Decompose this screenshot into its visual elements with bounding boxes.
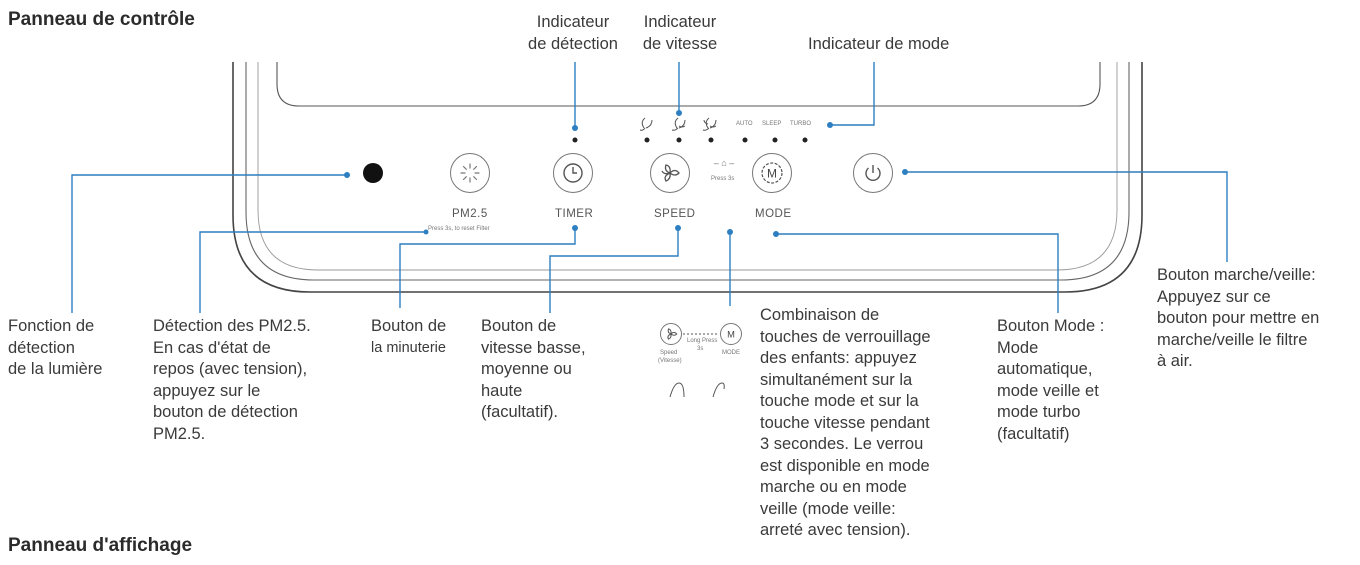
mode-label: MODE [755,208,792,220]
detection-indicator-line-2: de détection [528,34,618,53]
fan-icon [661,164,680,182]
light-desc-line: détection [8,338,75,357]
power-desc-line: marche/veille le filtre [1157,330,1308,349]
m-icon: M [761,162,783,184]
pm25-icon [460,163,480,183]
lock-desc-line: marche ou en mode [760,478,907,496]
pm25-description: Détection des PM2.5. En cas d'état de re… [153,316,311,445]
mode-button[interactable]: M [752,153,792,193]
pm25-desc-line: appuyez sur le [153,381,261,400]
lock-desc-line: est disponible en mode [760,456,930,475]
lock-icon: – ⌂ – [713,158,735,168]
mode-description: Bouton Mode : Mode automatique, mode vei… [997,316,1104,445]
mini-mode-button: M [720,323,742,345]
speed-desc-line: (facultatif). [481,403,559,421]
lock-desc-line: des enfants: appuyez [760,349,917,367]
pm25-desc-line: PM2.5. [153,424,206,443]
mode-desc-line: mode turbo [997,403,1081,421]
mini-speed-sub: (Vitesse) [658,358,682,364]
mode-label-turbo: TURBO [790,121,811,127]
pm25-hint: Press 3s, to reset Filter [428,226,490,232]
mini-m-icon: M [727,329,735,339]
power-description: Bouton marche/veille: Appuyez sur ce bou… [1157,265,1319,373]
lock-hint: Press 3s [711,176,735,182]
pm25-desc-line: repos (avec tension), [153,360,308,378]
pm25-desc-line: bouton de détection [153,403,298,421]
light-description: Fonction de détection de la lumière [8,316,102,381]
mode-desc-line: Mode [997,338,1039,357]
mode-label-sleep: SLEEP [762,121,782,127]
lock-desc-line: 3 secondes. Le verrou [760,435,924,453]
mini-speed-button [660,323,682,345]
timer-desc-line: Bouton de [371,317,447,335]
timer-button[interactable] [553,153,593,193]
display-panel-heading: Panneau d'affichage [8,535,193,556]
lock-desc-line: arreté avec tension). [760,521,911,539]
speed-desc-line: Bouton de [481,317,557,335]
svg-text:M: M [767,167,777,181]
mode-indicator-label: Indicateur de mode [808,35,950,53]
speed-desc-line: vitesse basse, [481,338,586,357]
lock-desc-line: touches de verrouillage [760,327,931,346]
power-button[interactable] [853,153,893,193]
timer-desc-line: la minuterie [371,339,446,356]
mode-label-auto: AUTO [736,121,753,127]
pm25-desc-line: Détection des PM2.5. [153,317,311,335]
speed-button[interactable] [650,153,690,193]
lock-description: Combinaison de touches de verrouillage d… [760,305,931,542]
mode-desc-line: (facultatif) [997,424,1070,443]
timer-description: Bouton de la minuterie [371,316,446,359]
lock-desc-line: veille (mode veille: [760,499,896,518]
svg-text:M: M [727,329,735,339]
speed-desc-line: haute [481,381,523,400]
power-icon [865,165,881,182]
power-desc-line: Bouton marche/veille: [1157,266,1316,284]
speed-indicator-line-1: Indicateur [643,13,717,31]
mini-fan-icon [667,328,678,340]
detection-indicator-label: Indicateur de détection [513,12,633,55]
pm25-desc-line: En cas d'état de [153,338,271,357]
mode-desc-line: Bouton Mode : [997,317,1105,335]
speed-description: Bouton de vitesse basse, moyenne ou haut… [481,316,586,424]
mini-mode-label: MODE [722,350,740,356]
mode-desc-line: automatique, [997,360,1093,378]
light-sensor-dot [363,163,383,183]
detection-indicator-line-1: Indicateur [536,13,610,31]
power-desc-line: Appuyez sur ce [1157,287,1271,306]
lock-desc-line: touche vitesse pendant [760,413,930,432]
mini-middle-label: Long Press [687,338,718,344]
lock-desc-line: simultanément sur la [760,370,913,389]
control-panel-heading: Panneau de contrôle [8,9,195,30]
mini-speed-label: Speed [660,350,678,356]
light-desc-line: Fonction de [8,317,95,335]
speed-label: SPEED [654,208,696,220]
timer-label: TIMER [555,208,594,220]
power-desc-line: bouton pour mettre en [1157,309,1320,327]
clock-icon [563,163,583,183]
power-desc-line: à air. [1157,352,1193,370]
pm25-label: PM2.5 [452,208,488,220]
lock-desc-line: touche mode et sur la [760,392,919,410]
mini-middle-sub: 3s [697,346,704,352]
speed-indicator-line-2: de vitesse [642,34,718,53]
speed-indicator-label: Indicateur de vitesse [640,12,720,55]
speed-desc-line: moyenne ou [481,360,572,378]
lock-desc-line: Combinaison de [760,306,880,324]
mode-desc-line: mode veille et [997,381,1099,400]
pm25-button[interactable] [450,153,490,193]
light-desc-line: de la lumière [8,360,103,378]
